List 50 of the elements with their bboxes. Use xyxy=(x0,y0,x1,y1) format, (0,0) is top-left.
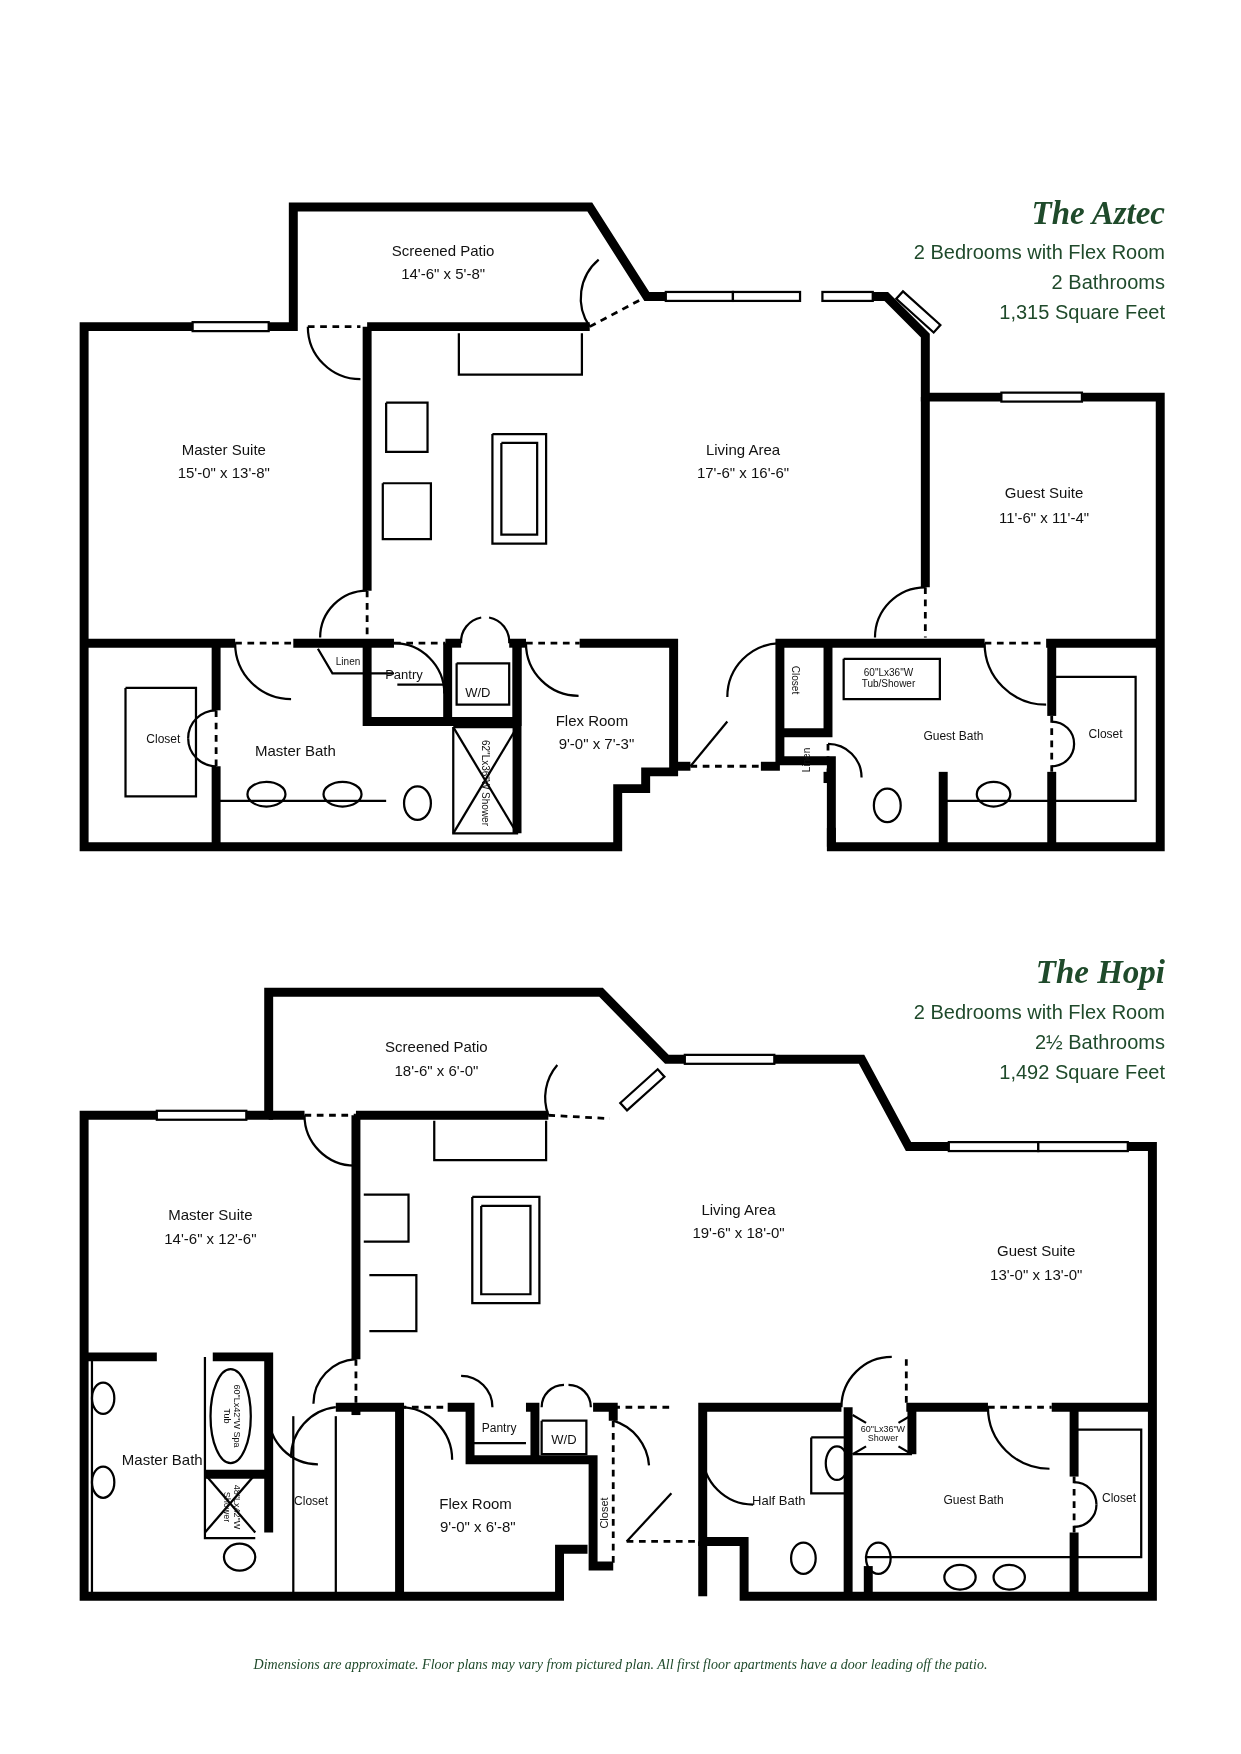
plan-detail: 1,315 Square Feet xyxy=(999,300,1165,324)
plan-name: The Hopi xyxy=(1035,953,1165,991)
plan-name: The Aztec xyxy=(1031,194,1165,232)
room-label: 9'-0" x 6'-8" xyxy=(440,1519,516,1536)
room-label: Flex Room xyxy=(439,1495,512,1513)
room-label: 48"Lx42"W Shower xyxy=(220,1484,241,1532)
room-label: Linen xyxy=(335,655,361,667)
room-label: Closet xyxy=(1088,728,1123,742)
room-label: 11'-6" x 11'-4" xyxy=(999,509,1090,527)
room-label: Master Suite xyxy=(181,441,266,459)
plan-detail: 2 Bedrooms with Flex Room xyxy=(913,240,1165,264)
plan-detail: 1,492 Square Feet xyxy=(999,1060,1165,1084)
room-label: Pantry xyxy=(481,1422,517,1436)
room-label: W/D xyxy=(465,685,491,700)
room-label: Living Area xyxy=(705,441,781,459)
room-label: Closet xyxy=(146,733,181,747)
room-label: 14'-6" x 12'-6" xyxy=(164,1230,257,1247)
room-label: Guest Bath xyxy=(943,1494,1004,1508)
room-label: 19'-6" x 18'-0" xyxy=(692,1224,785,1242)
room-label: Guest Bath xyxy=(923,730,984,745)
room-label: Guest Suite xyxy=(1004,485,1084,502)
room-label: 15'-0" x 13'-8" xyxy=(177,465,270,482)
plan-detail: 2 Bathrooms xyxy=(1051,270,1165,294)
caption: Dimensions are approximate. Floor plans may vary from pictured plan. All first floor apartments have a door leading off the patio. xyxy=(252,1657,989,1673)
room-label: 13'-0" x 13'-0" xyxy=(990,1266,1083,1283)
room-label: 18'-6" x 6'-0" xyxy=(394,1062,479,1080)
room-label: Closet xyxy=(598,1497,611,1529)
plan-detail: 2 Bedrooms with Flex Room xyxy=(913,1000,1165,1024)
room-label: Screened Patio xyxy=(385,1039,488,1056)
room-label: Closet xyxy=(789,666,800,695)
room-label: 60"Lx36"W Tub/Shower xyxy=(860,667,917,690)
room-label: 60"Lx36"W Shower xyxy=(859,1424,907,1445)
room-label: 17'-6" x 16'-6" xyxy=(696,465,790,482)
room-label: Screened Patio xyxy=(391,242,495,259)
room-label: Living Area xyxy=(701,1201,776,1218)
room-label: 60"Lx42"W Spa Tub xyxy=(220,1383,241,1450)
room-label: 14'-6" x 5'-8" xyxy=(401,265,486,283)
room-label: W/D xyxy=(551,1433,577,1448)
room-label: Master Suite xyxy=(168,1207,253,1224)
plan-detail: 2½ Bathrooms xyxy=(1034,1030,1165,1054)
room-label: Guest Suite xyxy=(997,1242,1076,1260)
room-label: 9'-0" x 7'-3" xyxy=(558,735,635,753)
room-label: Flex Room xyxy=(555,712,629,729)
room-label: Pantry xyxy=(385,667,423,682)
room-label: 62"Lx36"W Shower xyxy=(479,739,491,829)
room-label: Closet xyxy=(1102,1492,1136,1507)
room-label: Closet xyxy=(294,1495,329,1509)
room-label: Master Bath xyxy=(255,742,336,760)
room-label: Half Bath xyxy=(752,1493,806,1508)
room-label: Master Bath xyxy=(121,1452,203,1469)
